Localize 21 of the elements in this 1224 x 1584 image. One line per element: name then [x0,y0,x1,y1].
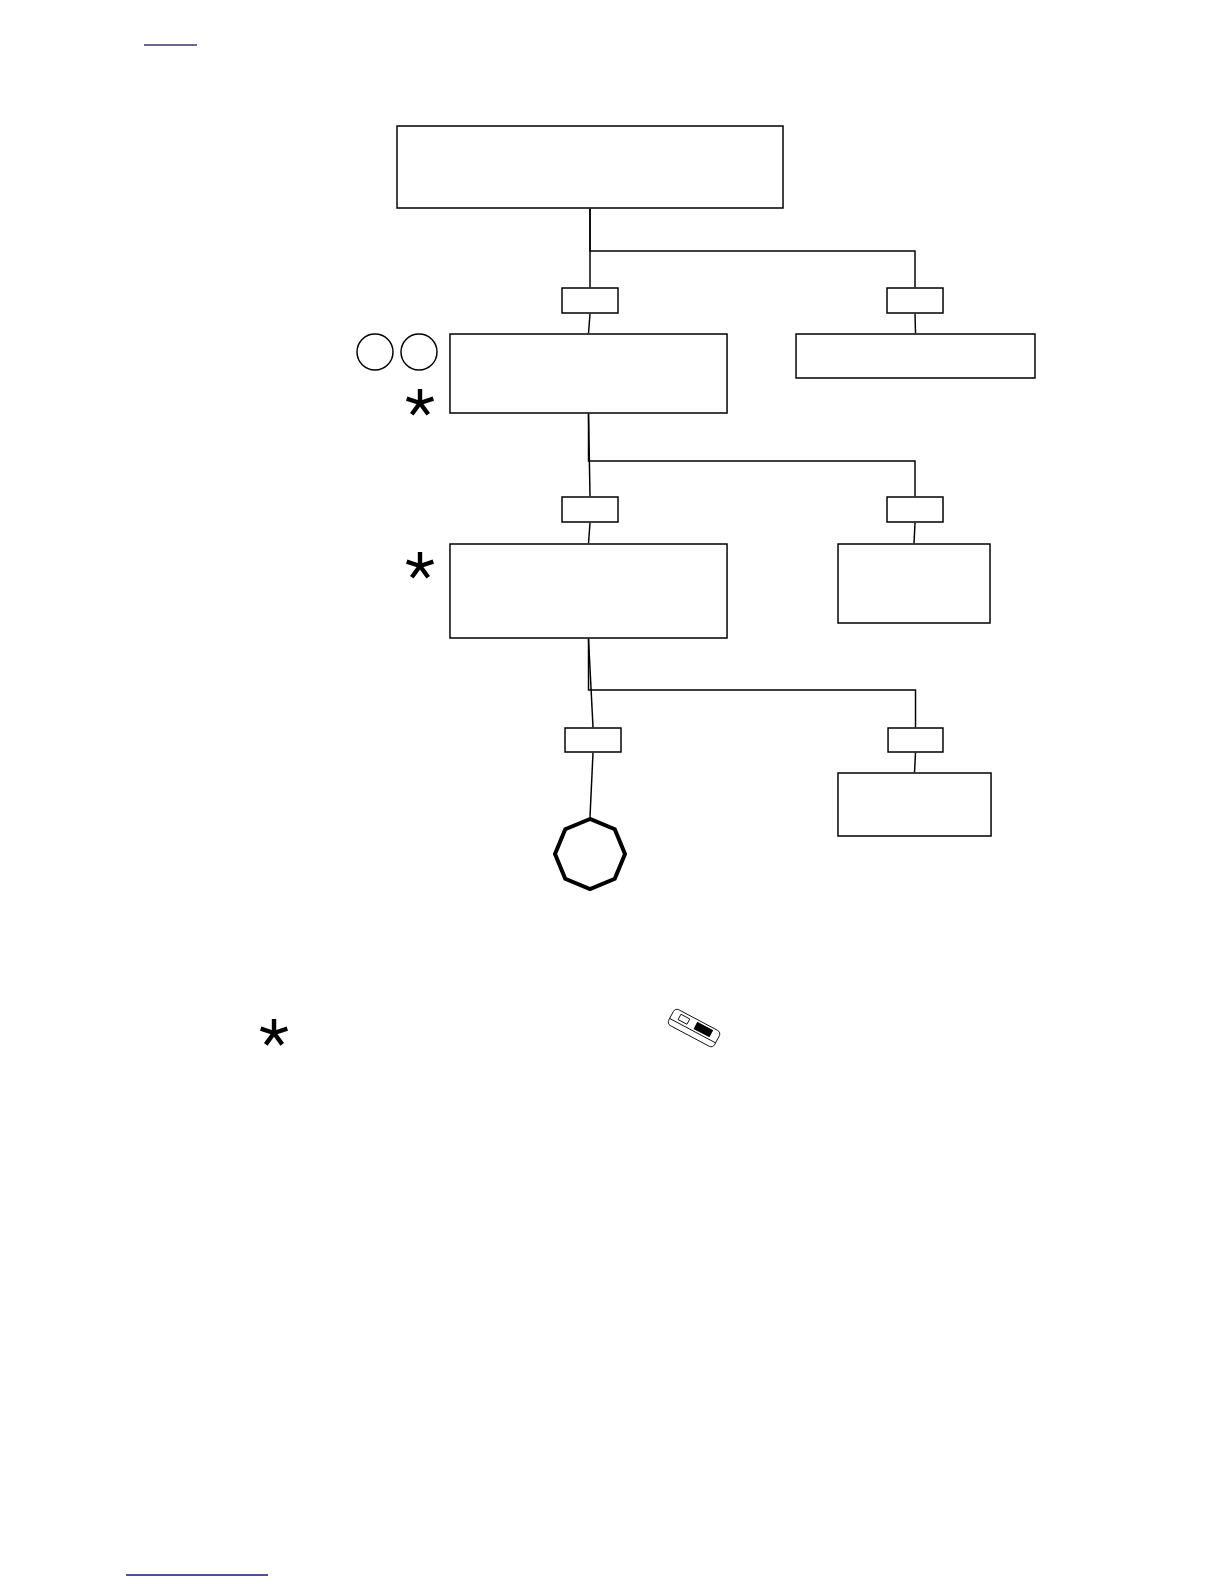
process-box [886,287,944,314]
process-box [887,727,944,753]
process-box [396,125,784,209]
connector-line [587,638,917,728]
connector-line [587,522,591,544]
process-box [837,543,991,624]
process-box [449,543,728,639]
process-box [561,287,619,314]
connector-line [913,752,917,774]
process-box [837,772,992,837]
connector-line [914,313,917,334]
connector-line [589,752,594,818]
connector-line [587,412,916,497]
connector-line [913,522,916,545]
process-box [795,333,1036,379]
connector-line [587,313,591,335]
process-box [561,496,619,523]
connector-line [589,208,916,288]
process-box [886,496,944,523]
process-box [449,333,728,414]
process-box [564,727,622,753]
